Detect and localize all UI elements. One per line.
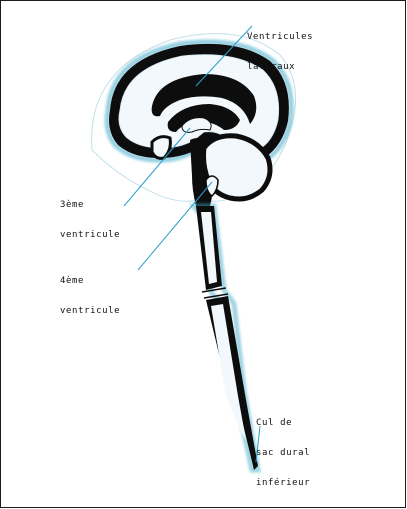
label-lateral-ventricles: Ventricules latéraux bbox=[247, 12, 313, 82]
label-fourth-ventricle: 4ème ventricule bbox=[60, 256, 120, 326]
label-line: inférieur bbox=[256, 478, 310, 488]
label-line: Cul de bbox=[256, 418, 310, 428]
label-line: Ventricules bbox=[247, 32, 313, 42]
label-line: sac dural bbox=[256, 448, 310, 458]
label-line: latéraux bbox=[247, 62, 313, 72]
label-line: ventricule bbox=[60, 306, 120, 316]
label-dural-sac: Cul de sac dural inférieur bbox=[256, 398, 310, 498]
label-line: ventricule bbox=[60, 230, 120, 240]
label-line: 3ème bbox=[60, 200, 120, 210]
label-third-ventricle: 3ème ventricule bbox=[60, 180, 120, 250]
label-line: 4ème bbox=[60, 276, 120, 286]
